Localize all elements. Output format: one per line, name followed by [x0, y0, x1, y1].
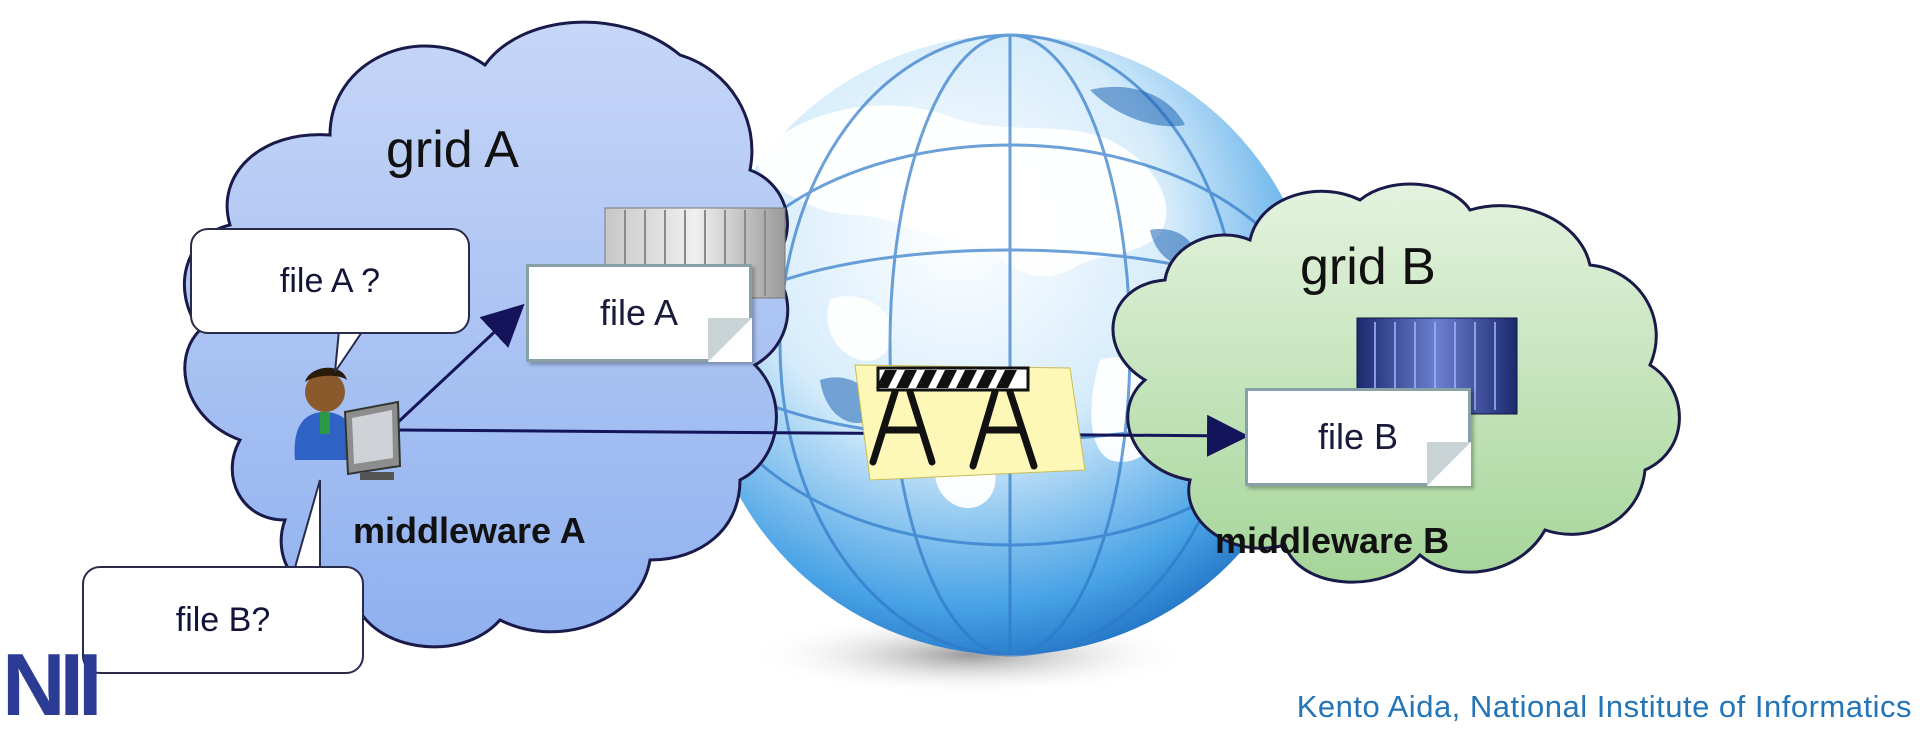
grid-a-title: grid A — [386, 121, 519, 179]
file-a-document: file A — [526, 264, 752, 362]
page-fold-icon — [708, 318, 752, 362]
speech-bubble-file-a: file A ? — [190, 228, 470, 334]
speech-bubble-file-a-text: file A ? — [279, 261, 381, 300]
speech-bubble-file-b-text: file B? — [175, 600, 271, 639]
author-credit: Kento Aida, National Institute of Inform… — [1296, 689, 1912, 724]
arrow-to-file-b — [397, 414, 1249, 457]
middleware-a-label: middleware A — [353, 510, 586, 551]
file-b-document: file B — [1245, 388, 1471, 486]
file-b-label: file B — [1317, 416, 1399, 457]
user-at-computer-icon — [294, 367, 402, 480]
grid-b-title: grid B — [1300, 238, 1436, 296]
barricade-icon — [854, 364, 1086, 481]
nii-logo: NII — [2, 635, 102, 729]
arrow-to-file-a — [393, 303, 525, 427]
middleware-b-label: middleware B — [1215, 520, 1450, 561]
file-a-label: file A — [599, 292, 679, 333]
page-fold-icon — [1427, 442, 1471, 486]
speech-bubble-file-b: file B? — [82, 566, 364, 674]
